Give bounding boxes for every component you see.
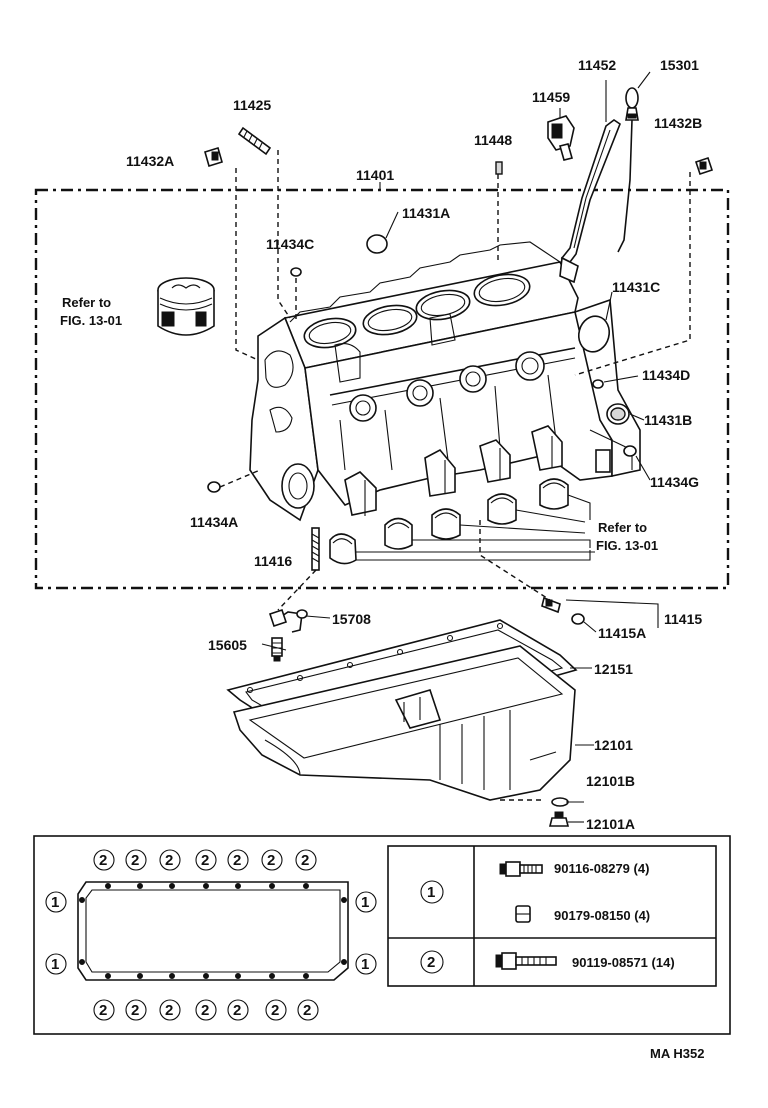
plug-11434G-icon	[623, 445, 637, 457]
label-11431C: 11431C	[612, 279, 660, 295]
label-15301: 15301	[660, 57, 699, 73]
stud-11425-icon	[237, 126, 272, 156]
part-number-labels: 11452 15301 11425 11459 11448 11432B 114…	[126, 57, 702, 832]
marker-2: 2	[301, 852, 309, 869]
label-11448: 11448	[474, 132, 512, 148]
legend-marker-1: 1	[427, 884, 435, 901]
marker-2: 2	[131, 852, 139, 869]
marker-2: 2	[165, 1002, 173, 1019]
marker-2: 2	[271, 1002, 279, 1019]
side-markers: 1 1 1 1	[45, 891, 377, 975]
nut-icon	[515, 905, 531, 923]
label-15708: 15708	[332, 611, 371, 627]
bottom-row-markers: 2 2 2 2 2 2 2	[93, 999, 319, 1021]
label-12151: 12151	[594, 661, 633, 677]
label-11459: 11459	[532, 89, 570, 105]
expansion-plug-11431C-icon	[577, 315, 611, 353]
bolt-icon	[499, 861, 543, 877]
piston-refer-to: Refer to	[62, 295, 111, 310]
label-11434D: 11434D	[642, 367, 690, 383]
plug-11434D-icon	[592, 379, 604, 389]
flange-bolt-part-number: 90119-08571 (14)	[572, 955, 675, 970]
label-12101: 12101	[594, 737, 633, 753]
marker-2: 2	[99, 1002, 107, 1019]
bearing-refer-to: Refer to	[598, 520, 647, 535]
label-11432A: 11432A	[126, 153, 174, 169]
label-11431B: 11431B	[644, 412, 692, 428]
marker-2: 2	[201, 1002, 209, 1019]
figure-code: MA H352	[650, 1046, 704, 1061]
oil-pan-12101-drawing	[232, 645, 576, 801]
marker-2: 2	[201, 852, 209, 869]
label-11415: 11415	[664, 611, 702, 627]
fastener-legend-table: 1 2 90116-08279 (4) 90179-08150 (4)	[387, 845, 717, 987]
label-11434C: 11434C	[266, 236, 314, 252]
drain-cock-11415-icon	[541, 596, 585, 625]
gasket-bolt-holes	[79, 883, 347, 979]
dipstick-15301-icon	[617, 87, 639, 253]
label-11434A: 11434A	[190, 514, 238, 530]
marker-2: 2	[303, 1002, 311, 1019]
marker-1: 1	[361, 894, 369, 911]
marker-2: 2	[233, 1002, 241, 1019]
label-11431A: 11431A	[402, 205, 450, 221]
plug-11432B-icon	[694, 156, 714, 176]
marker-2: 2	[99, 852, 107, 869]
label-11415A: 11415A	[598, 625, 646, 641]
drain-plug-12101A-icon	[548, 797, 570, 827]
label-15605: 15605	[208, 637, 247, 653]
bearing-leader-lines	[356, 494, 595, 561]
marker-1: 1	[51, 956, 59, 973]
marker-2: 2	[233, 852, 241, 869]
nut-part-number: 90179-08150 (4)	[554, 908, 650, 923]
label-11432B: 11432B	[654, 115, 702, 131]
oil-tube-15708-icon	[268, 608, 308, 633]
bolt-part-number: 90116-08279 (4)	[554, 861, 649, 876]
cylinder-block-drawing	[249, 241, 641, 522]
reference-notes: Refer to FIG. 13-01 Refer to FIG. 13-01	[60, 295, 658, 553]
stud-11416-icon	[311, 527, 320, 571]
plug-11432A-icon	[204, 146, 223, 168]
marker-1: 1	[51, 894, 59, 911]
label-11434G: 11434G	[650, 474, 699, 490]
sensor-11459-icon	[547, 115, 575, 161]
piston-fig-ref: FIG. 13-01	[60, 313, 122, 328]
block-assembly-frame	[34, 182, 730, 590]
fitting-15605-icon	[271, 637, 283, 662]
bolt-pattern-panel: 2 2 2 2 2 2 2 2 2 2 2 2 2 2 1 1 1 1	[33, 835, 731, 1035]
top-row-markers: 2 2 2 2 2 2 2	[93, 849, 317, 871]
dashed-leader-lines	[219, 150, 691, 801]
label-11401: 11401	[356, 167, 394, 183]
label-12101A: 12101A	[586, 816, 635, 832]
marker-2: 2	[131, 1002, 139, 1019]
piston-icon	[157, 277, 215, 336]
marker-2: 2	[267, 852, 275, 869]
legend-marker-2: 2	[427, 954, 435, 971]
plug-11434A-icon	[207, 481, 221, 493]
solid-leader-lines	[261, 71, 659, 823]
pin-11448-icon	[495, 161, 503, 175]
dipstick-guide-11452-icon	[559, 119, 621, 284]
flange-bolt-icon	[495, 952, 557, 970]
bearing-fig-ref: FIG. 13-01	[596, 538, 658, 553]
label-11452: 11452	[578, 57, 616, 73]
main-bearing-shells	[329, 478, 569, 565]
marker-1: 1	[361, 956, 369, 973]
marker-2: 2	[165, 852, 173, 869]
label-12101B: 12101B	[586, 773, 635, 789]
label-11425: 11425	[233, 97, 271, 113]
expansion-plug-11431B-icon	[606, 403, 630, 425]
expansion-plug-11431A-icon	[366, 234, 388, 254]
plug-11434C-icon	[290, 267, 302, 277]
label-11416: 11416	[254, 553, 292, 569]
